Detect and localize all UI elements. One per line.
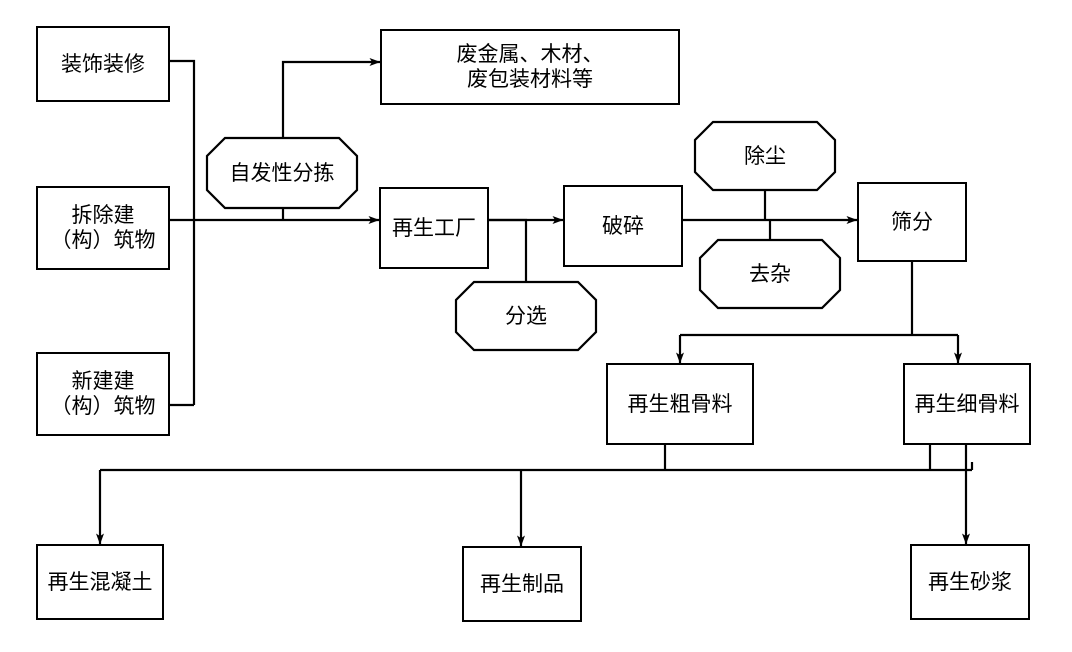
node-screening[interactable]: 筛分 — [857, 182, 967, 262]
edge-sorting-to-waste-materials — [281, 58, 381, 138]
node-new-construction-label: 新建建 （构）筑物 — [50, 369, 156, 418]
node-crushing[interactable]: 破碎 — [563, 185, 683, 267]
node-recycled-products-label: 再生制品 — [480, 571, 564, 596]
edge-decoration-to-trunk — [170, 59, 196, 405]
edge-recycling-plant-to-separation — [489, 218, 528, 282]
node-recycled-concrete-label: 再生混凝土 — [47, 569, 153, 594]
node-demolition-label: 拆除建 （构）筑物 — [50, 203, 156, 252]
node-new-construction[interactable]: 新建建 （构）筑物 — [36, 352, 170, 436]
node-recycled-concrete[interactable]: 再生混凝土 — [36, 544, 164, 620]
node-recycled-mortar[interactable]: 再生砂浆 — [910, 544, 1030, 620]
node-recycling-plant[interactable]: 再生工厂 — [379, 187, 489, 269]
node-dust-removal-label: 除尘 — [744, 143, 786, 168]
node-spontaneous-sorting[interactable]: 自发性分拣 — [207, 138, 357, 208]
node-recycled-mortar-label: 再生砂浆 — [928, 569, 1012, 594]
node-impurity-removal-label: 去杂 — [749, 261, 791, 286]
node-dust-removal[interactable]: 除尘 — [695, 122, 835, 190]
node-waste-materials-label: 废金属、木材、 废包装材料等 — [456, 42, 604, 91]
node-screening-label: 筛分 — [891, 209, 933, 234]
node-impurity-removal[interactable]: 去杂 — [700, 240, 840, 308]
node-fine-aggregate-label: 再生细骨料 — [914, 391, 1020, 416]
node-waste-materials[interactable]: 废金属、木材、 废包装材料等 — [380, 29, 680, 105]
node-demolition[interactable]: 拆除建 （构）筑物 — [36, 186, 170, 270]
node-fine-aggregate[interactable]: 再生细骨料 — [903, 363, 1031, 445]
node-decoration-label: 装饰装修 — [61, 51, 145, 76]
node-recycling-plant-label: 再生工厂 — [392, 215, 476, 240]
node-decoration[interactable]: 装饰装修 — [36, 26, 170, 102]
node-coarse-aggregate[interactable]: 再生粗骨料 — [606, 363, 754, 445]
node-coarse-aggregate-label: 再生粗骨料 — [627, 391, 733, 416]
node-spontaneous-sorting-label: 自发性分拣 — [229, 160, 335, 185]
node-crushing-label: 破碎 — [602, 213, 644, 238]
node-recycled-products[interactable]: 再生制品 — [462, 546, 582, 622]
node-separation-label: 分选 — [505, 303, 547, 328]
node-separation[interactable]: 分选 — [456, 282, 596, 350]
